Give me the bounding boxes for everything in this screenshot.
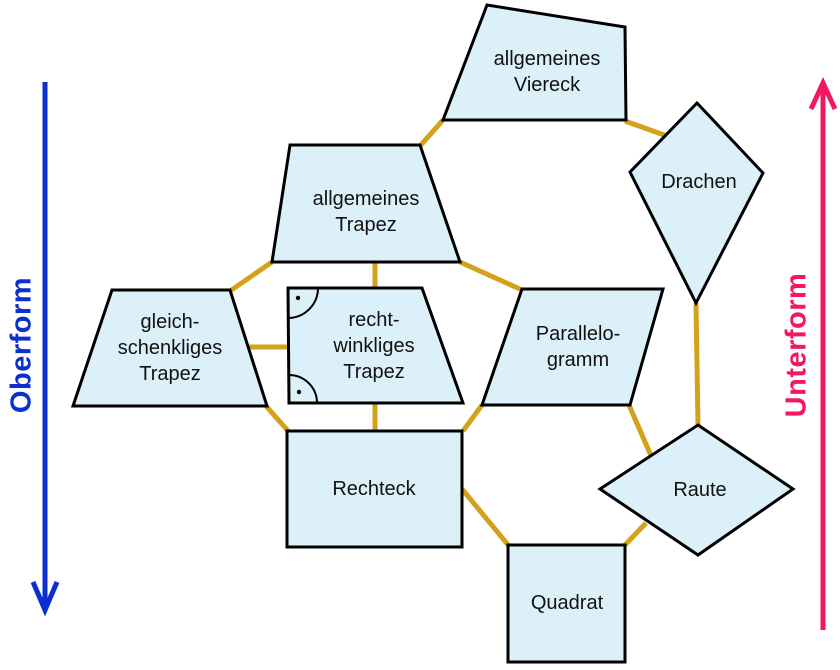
raute-shape: [597, 423, 796, 557]
edge-rechteck-quadrat: [460, 487, 511, 548]
oberform-arrow-icon: [30, 82, 60, 617]
edge-parallelogramm-raute: [626, 404, 655, 459]
parallelogramm-label: Parallelo- gramm: [535, 323, 621, 371]
rechteck-label: Rechteck: [332, 478, 416, 500]
quadrat-label: Quadrat: [530, 592, 604, 614]
edge-viereck-drachen: [624, 118, 668, 139]
raute-label: Raute: [673, 479, 727, 501]
rechtwinkliges-trapez-shape: [286, 286, 466, 405]
edge-parallelogramm-rechteck: [460, 403, 485, 433]
rechteck-shape: [285, 429, 464, 549]
rechtwinkliges-trapez-label: recht- winkliges Trapez: [333, 309, 415, 383]
right-angle-mark-icon: [287, 287, 319, 319]
edge-gleichschenkliges-rechteck: [264, 404, 291, 434]
edge-trapez-parallelogramm: [458, 259, 524, 293]
allgemeines-trapez-shape: [270, 143, 463, 264]
allgemeines-trapez-label: allgemeines Trapez: [312, 188, 420, 236]
gleichschenkliges-trapez-label: gleich- schenkliges Trapez: [117, 311, 223, 385]
right-angle-mark-icon: [288, 374, 318, 404]
unterform-arrow-icon: [808, 77, 838, 630]
edge-raute-quadrat: [622, 521, 648, 548]
parallelogramm-shape: [479, 287, 665, 407]
edge-drachen-raute: [693, 302, 701, 427]
drachen-label: Drachen: [661, 171, 737, 193]
allgemeines-viereck-shape: [440, 3, 628, 122]
right-angle-dot-icon: [296, 389, 302, 395]
allgemeines-viereck-label: allgemeines Viereck: [493, 48, 601, 96]
right-angle-dot-icon: [295, 295, 301, 301]
edge-viereck-trapez: [418, 118, 445, 148]
gleichschenkliges-trapez-shape: [70, 288, 270, 408]
node-shapes-group: [70, 3, 796, 664]
oberform-axis-label: Oberform: [5, 276, 38, 414]
drachen-shape: [628, 100, 765, 307]
edge-group: [228, 118, 701, 548]
quadrat-shape: [506, 543, 627, 664]
edge-trapez-gleichschenkliges: [228, 259, 274, 294]
unterform-axis-label: Unterform: [780, 272, 813, 418]
